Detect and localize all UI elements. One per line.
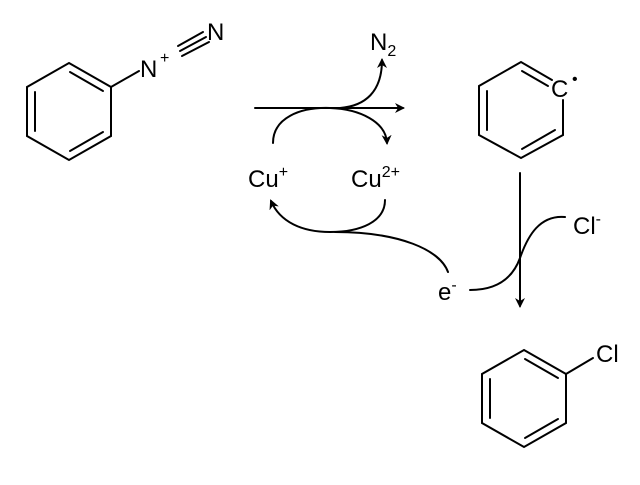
cu-oxidation-arrow [272, 106, 392, 145]
benzene-ring [481, 348, 567, 449]
triple-bond [179, 36, 207, 52]
electron-transfer-curve [334, 231, 449, 273]
electron-label: e- [438, 277, 457, 306]
triple-bond [181, 41, 210, 57]
radical-carbon: C [551, 76, 568, 103]
chloride-label: Cl- [573, 211, 601, 240]
benzenediazonium: N + N [26, 19, 224, 162]
phenyl-radical: C • [478, 60, 578, 160]
cu2-label: Cu2+ [351, 164, 400, 193]
chlorobenzene: Cl [481, 341, 619, 449]
triple-bond [177, 31, 204, 47]
double-bond [524, 418, 559, 439]
benzene-ring [26, 61, 112, 162]
cu-reduction-arrow [269, 199, 386, 234]
double-bond [69, 71, 104, 92]
chloride-electron-curve [469, 215, 566, 291]
benzene-ring [478, 60, 564, 160]
diazonium-n2: N [207, 19, 224, 46]
double-bond [521, 70, 549, 87]
radical-dot: • [572, 71, 578, 88]
c-n-bond [110, 70, 140, 88]
n2-release-arrow [339, 58, 387, 109]
n2-label: N2 [370, 29, 396, 60]
product-cl-label: Cl [596, 341, 619, 368]
diazonium-charge: + [160, 50, 169, 67]
double-bond [69, 131, 104, 152]
cu1-label: Cu+ [248, 164, 288, 193]
double-bond [524, 358, 559, 379]
double-bond [521, 129, 556, 150]
diazonium-n1: N [140, 56, 157, 83]
c-cl-bond [565, 357, 594, 375]
